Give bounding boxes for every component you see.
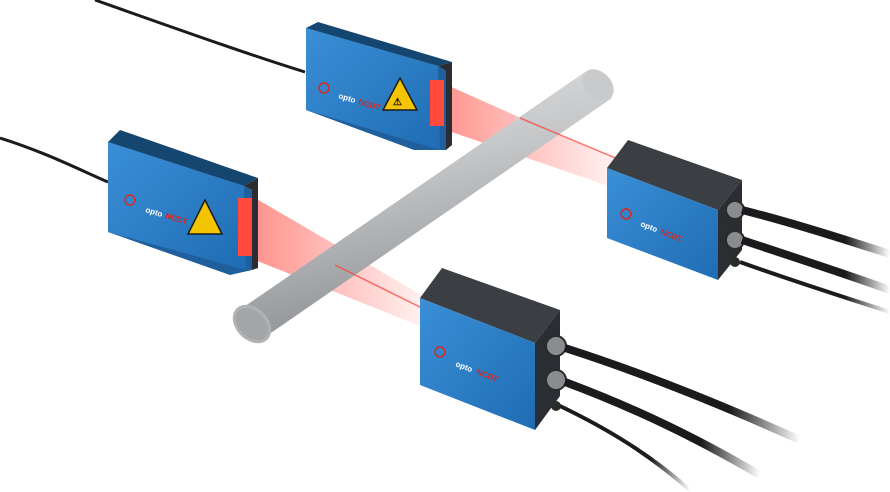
cable-receiver-right-1	[741, 206, 890, 258]
connector-icon	[551, 401, 561, 411]
laser-warning-icon	[186, 198, 224, 235]
sensor-emitter-left: opto NCDT	[108, 130, 258, 275]
brand-logo-icon	[434, 346, 446, 358]
sensor-emitter-top: ⚠ opto NCDT	[306, 22, 452, 150]
connector-icon	[725, 230, 745, 250]
cable-receiver-bottom-1	[563, 344, 802, 444]
connector-icon	[545, 369, 567, 391]
laser-warning-icon	[381, 76, 419, 111]
brand-logo-icon	[620, 208, 632, 220]
laser-aperture	[430, 80, 444, 126]
laser-line-top	[519, 117, 621, 161]
connector-icon	[725, 200, 745, 220]
cable-receiver-bottom-2	[563, 378, 763, 479]
laser-aperture	[238, 198, 252, 256]
cable-receiver-right-3	[739, 260, 890, 314]
cable-emitter-top	[94, 0, 306, 74]
brand-logo-icon	[318, 82, 330, 94]
sensor-receiver-right: opto NCDT	[607, 140, 745, 280]
sensor-receiver-bottom: opto NCDT	[420, 268, 567, 430]
connector-icon	[730, 257, 740, 267]
cable-receiver-bottom-3	[559, 404, 692, 492]
cable-emitter-left	[0, 136, 109, 184]
brand-logo-icon	[124, 194, 136, 206]
measurement-rod	[232, 69, 614, 344]
svg-text:⚠: ⚠	[393, 97, 402, 108]
connector-icon	[545, 335, 567, 357]
laser-line-left	[334, 264, 431, 313]
cable-receiver-right-2	[740, 236, 890, 294]
